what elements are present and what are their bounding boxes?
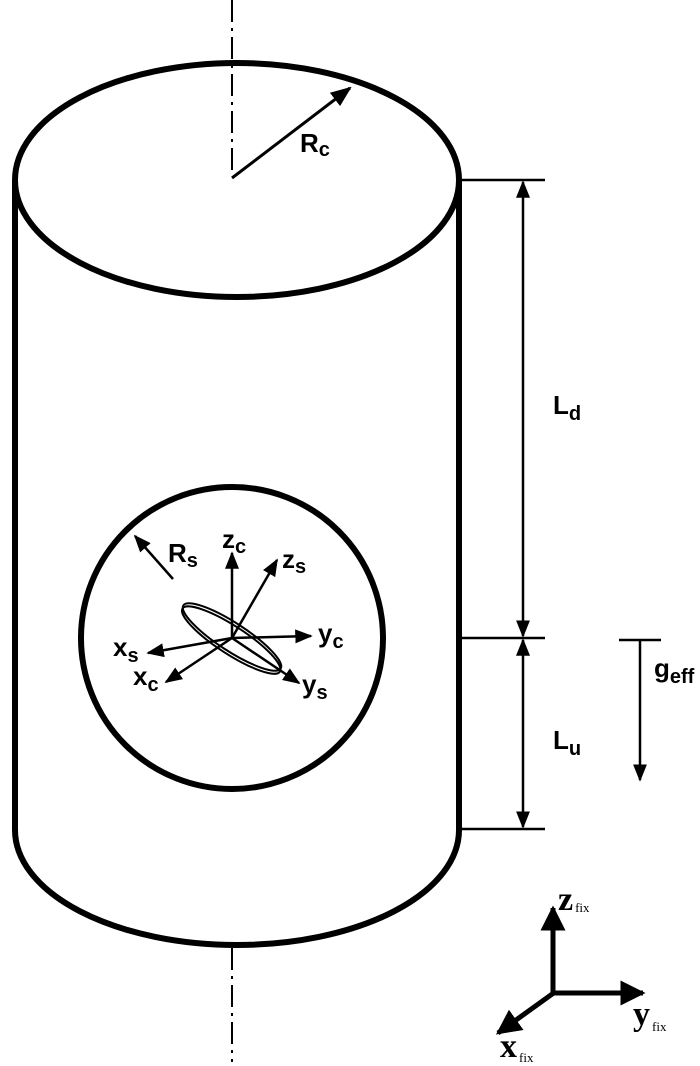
zc-label: zc: [222, 524, 246, 558]
zs-axis: [230, 558, 279, 639]
xs-axis: [146, 636, 233, 658]
cylinder: [12, 60, 462, 948]
cylinder-top-ellipse: [12, 60, 462, 300]
zs-label: zs: [282, 544, 306, 578]
sphere: [78, 484, 386, 792]
yc-label: yc: [318, 618, 344, 653]
xc-axis: [164, 636, 233, 684]
rc-arrow: [231, 86, 352, 180]
ld-label: Ld: [553, 390, 581, 425]
rs-label: Rs: [168, 538, 198, 572]
ys-axis: [231, 636, 301, 685]
cylinder-bottom-arc: [12, 829, 462, 948]
ys-label: ys: [302, 669, 328, 704]
rc-label: Rc: [300, 128, 330, 161]
geff-label: geff: [654, 653, 695, 688]
xc-label: xc: [133, 661, 159, 696]
xs-label: xs: [113, 632, 139, 667]
lu-label: Lu: [553, 725, 581, 760]
xfix-axis: [495, 989, 557, 1036]
rs-arrow: [133, 534, 174, 580]
yc-axis: [231, 629, 313, 644]
